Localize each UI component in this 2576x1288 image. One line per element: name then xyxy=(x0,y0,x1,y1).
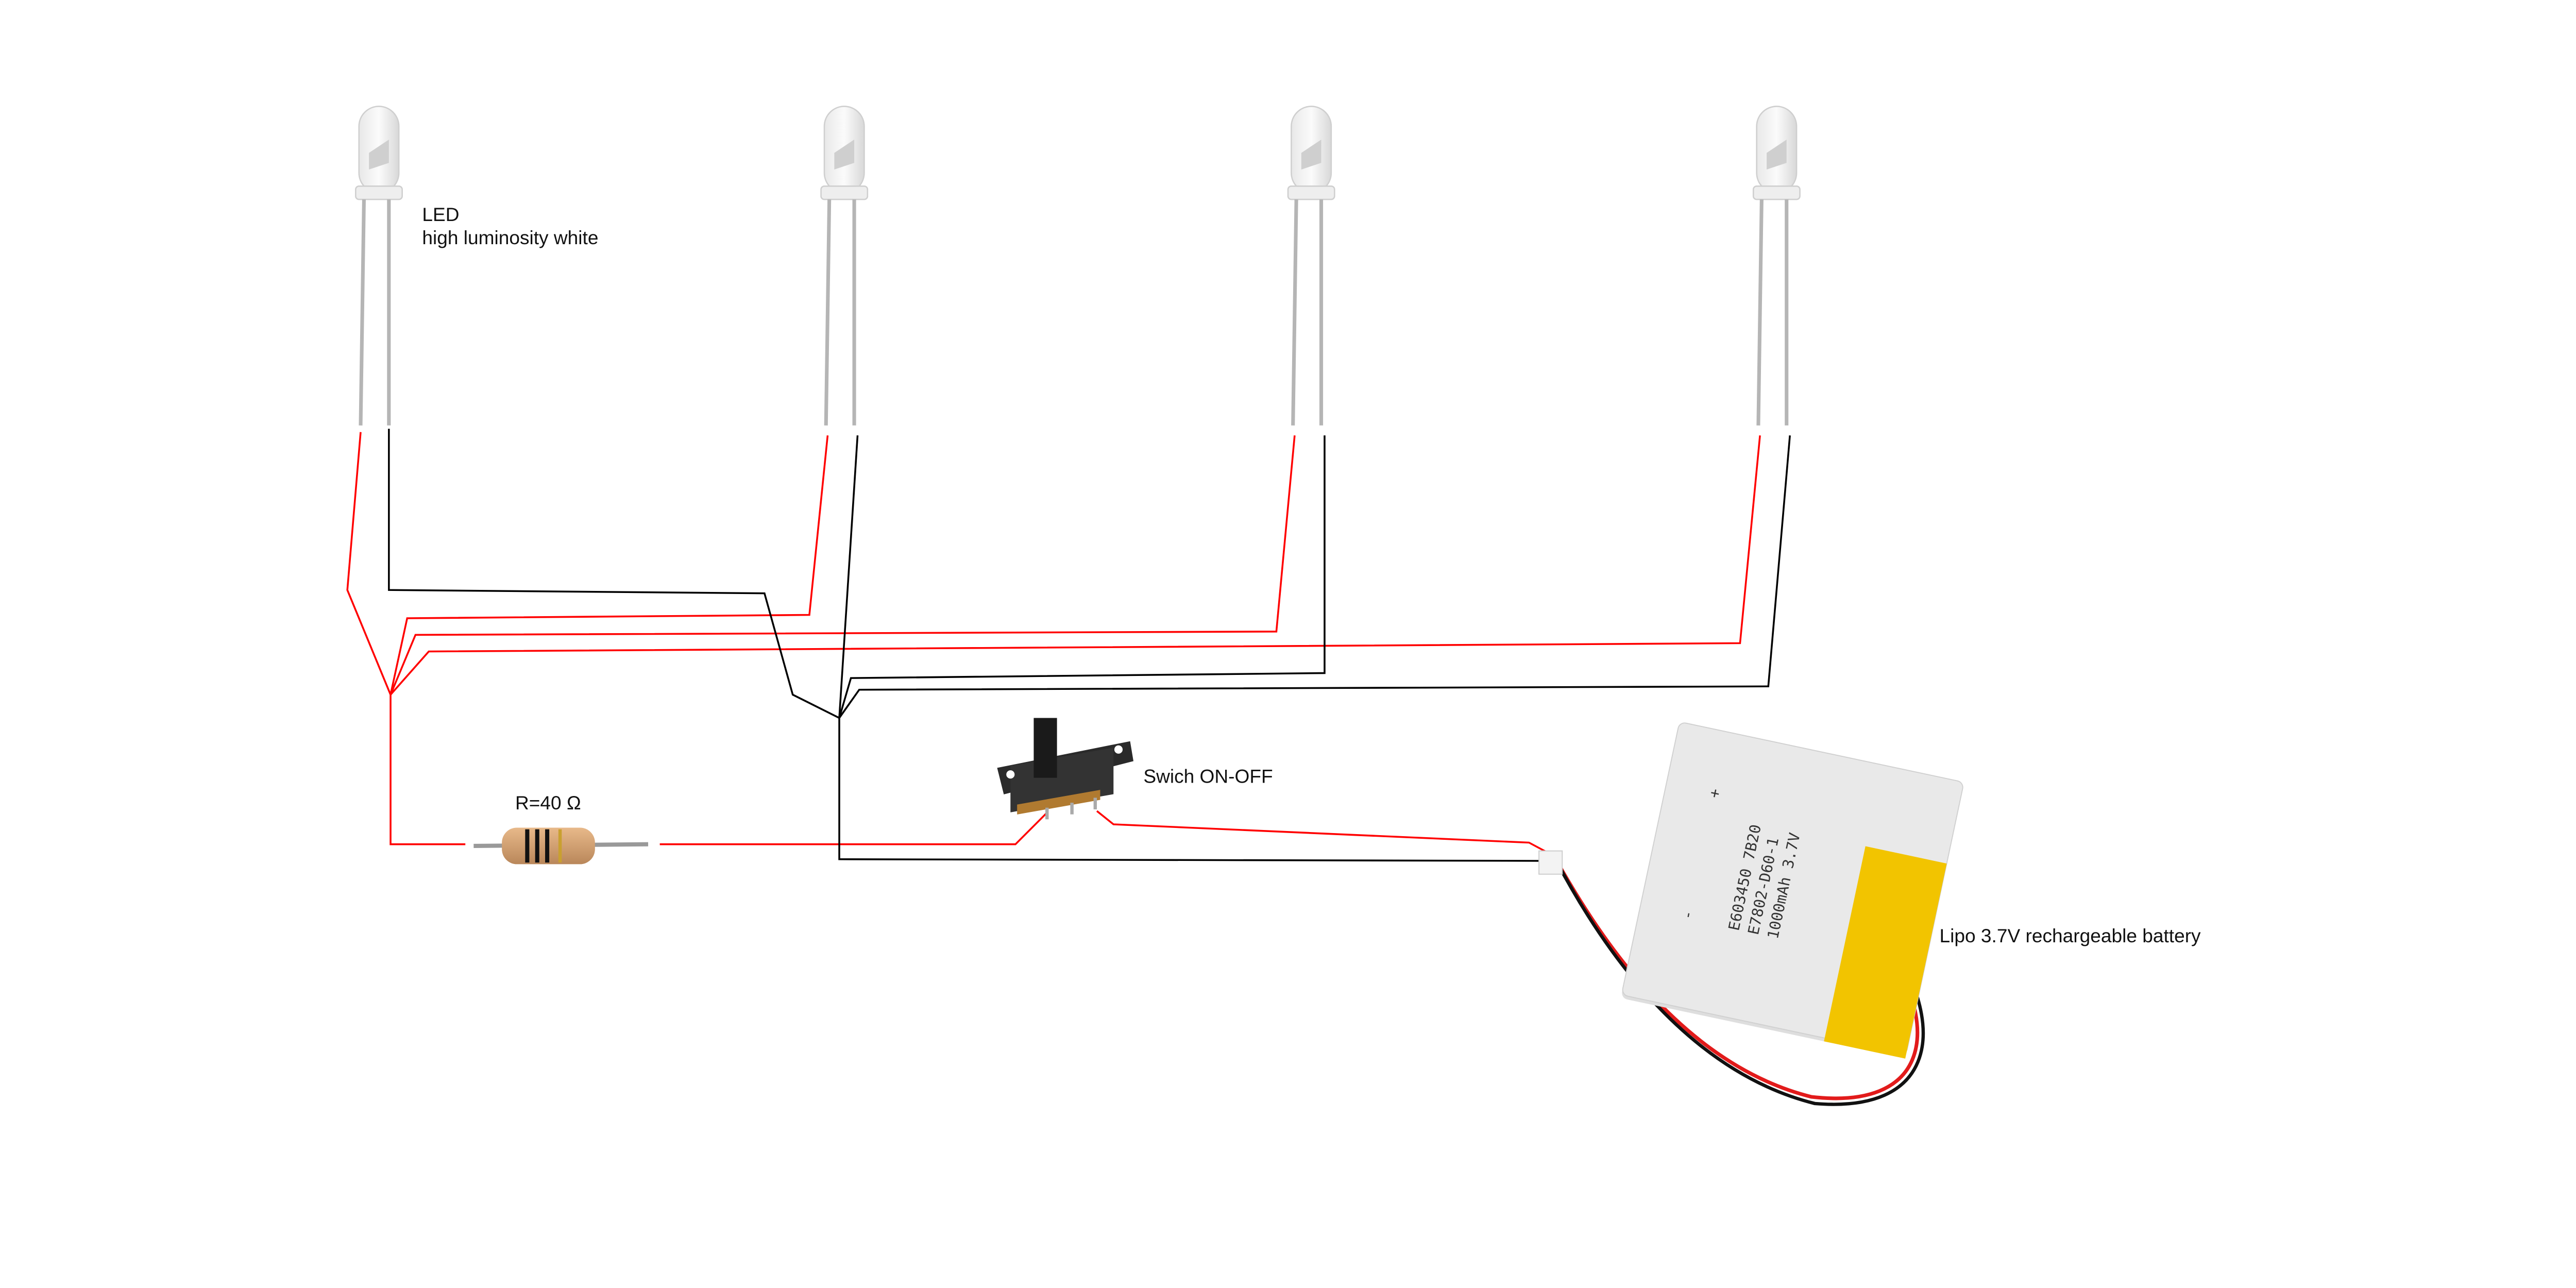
led-2 xyxy=(821,106,868,425)
led-description: high luminosity white xyxy=(422,227,598,248)
switch-label: Swich ON-OFF xyxy=(1143,765,1273,787)
battery-label: Lipo 3.7V rechargeable battery xyxy=(1940,925,2201,946)
led-3 xyxy=(1288,106,1334,425)
resistor xyxy=(473,827,649,865)
led-1 xyxy=(355,106,402,425)
led-label: LED xyxy=(422,204,459,225)
negative-wires xyxy=(388,429,1791,862)
slide-switch[interactable] xyxy=(997,718,1133,820)
resistor-label: R=40 Ω xyxy=(515,792,581,814)
lipo-battery: + E603450 7B20 E7802-D60-1 1000mAh 3.7V … xyxy=(1538,722,1963,1106)
positive-wires xyxy=(346,432,1761,857)
led-4 xyxy=(1753,106,1800,425)
